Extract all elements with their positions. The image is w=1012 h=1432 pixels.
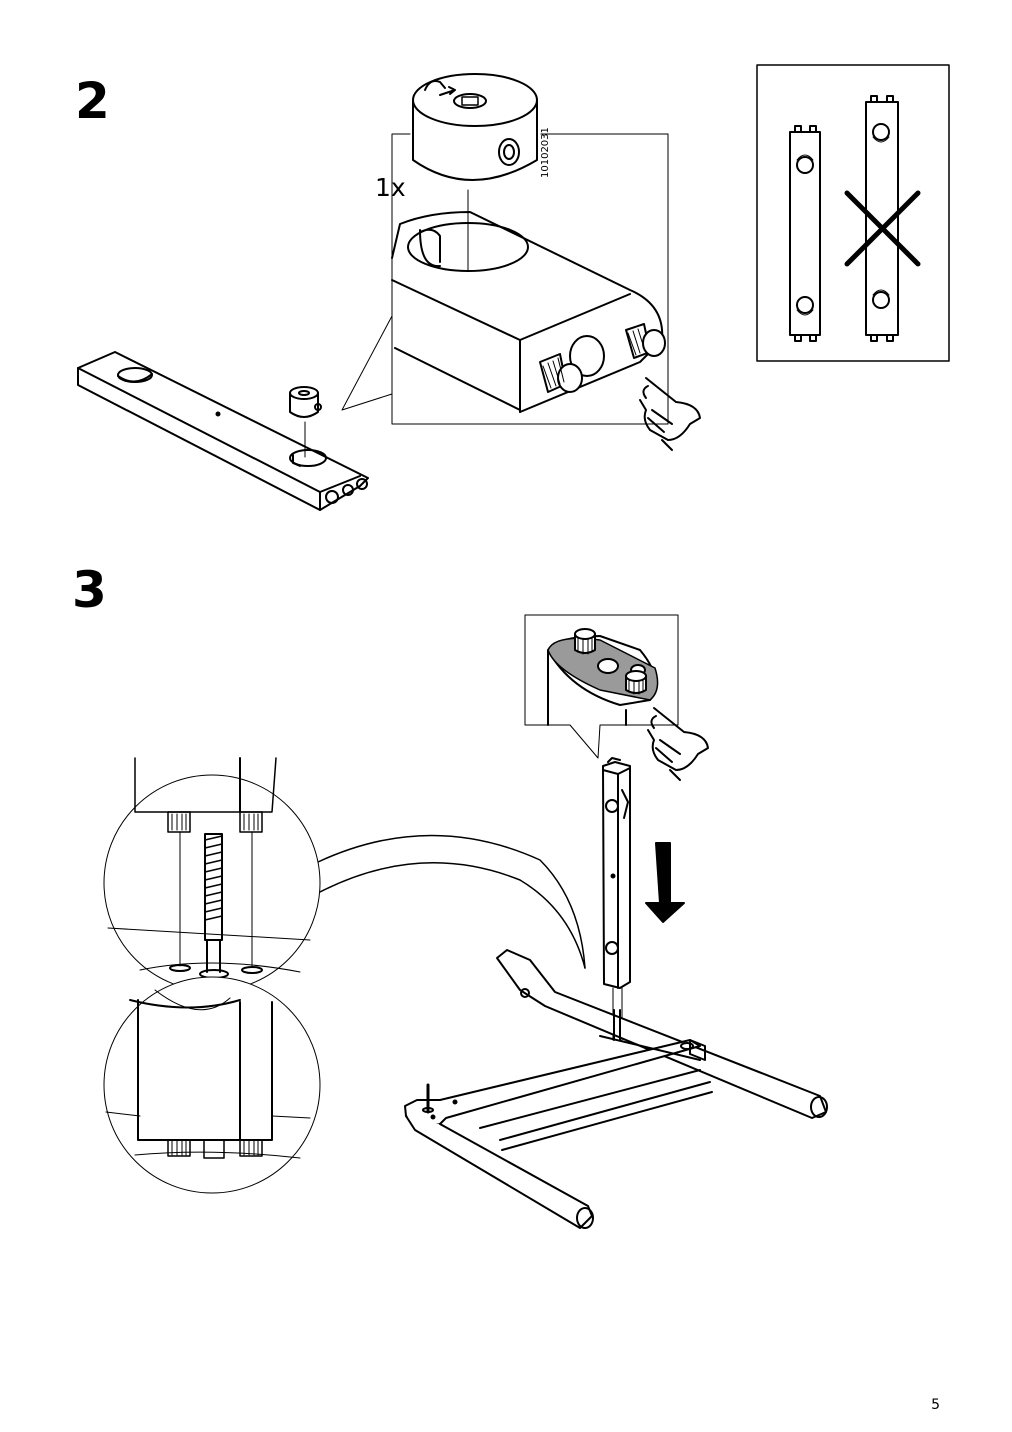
knurled-pin-icon — [626, 324, 665, 358]
knurled-pin-icon — [575, 629, 595, 654]
step3-top-callout — [525, 615, 678, 758]
finger-press-icon — [640, 378, 700, 450]
step2-zoom-callout — [342, 134, 668, 424]
vertical-post-illustration — [603, 758, 630, 1040]
beam-bar-illustration — [78, 352, 368, 510]
step-3-number: 3 — [72, 561, 107, 619]
cam-fitting-large-illustration — [413, 74, 537, 180]
knurled-pin-icon — [540, 354, 582, 392]
cam-lock-fitting-icon — [290, 387, 321, 457]
beam-end-zoom-illustration — [392, 190, 665, 412]
bolt-detail-icon — [104, 758, 585, 1193]
wrong-orientation-cross-icon — [847, 193, 918, 264]
quantity-label: 1x — [375, 173, 406, 202]
orientation-check-panel — [757, 65, 949, 361]
page-number: 5 — [931, 1397, 940, 1413]
knurled-pin-icon — [626, 671, 646, 694]
down-arrow-icon — [646, 843, 684, 922]
finger-press-icon — [648, 708, 708, 780]
base-frame-illustration — [405, 950, 827, 1228]
step-2-number: 2 — [75, 72, 110, 130]
